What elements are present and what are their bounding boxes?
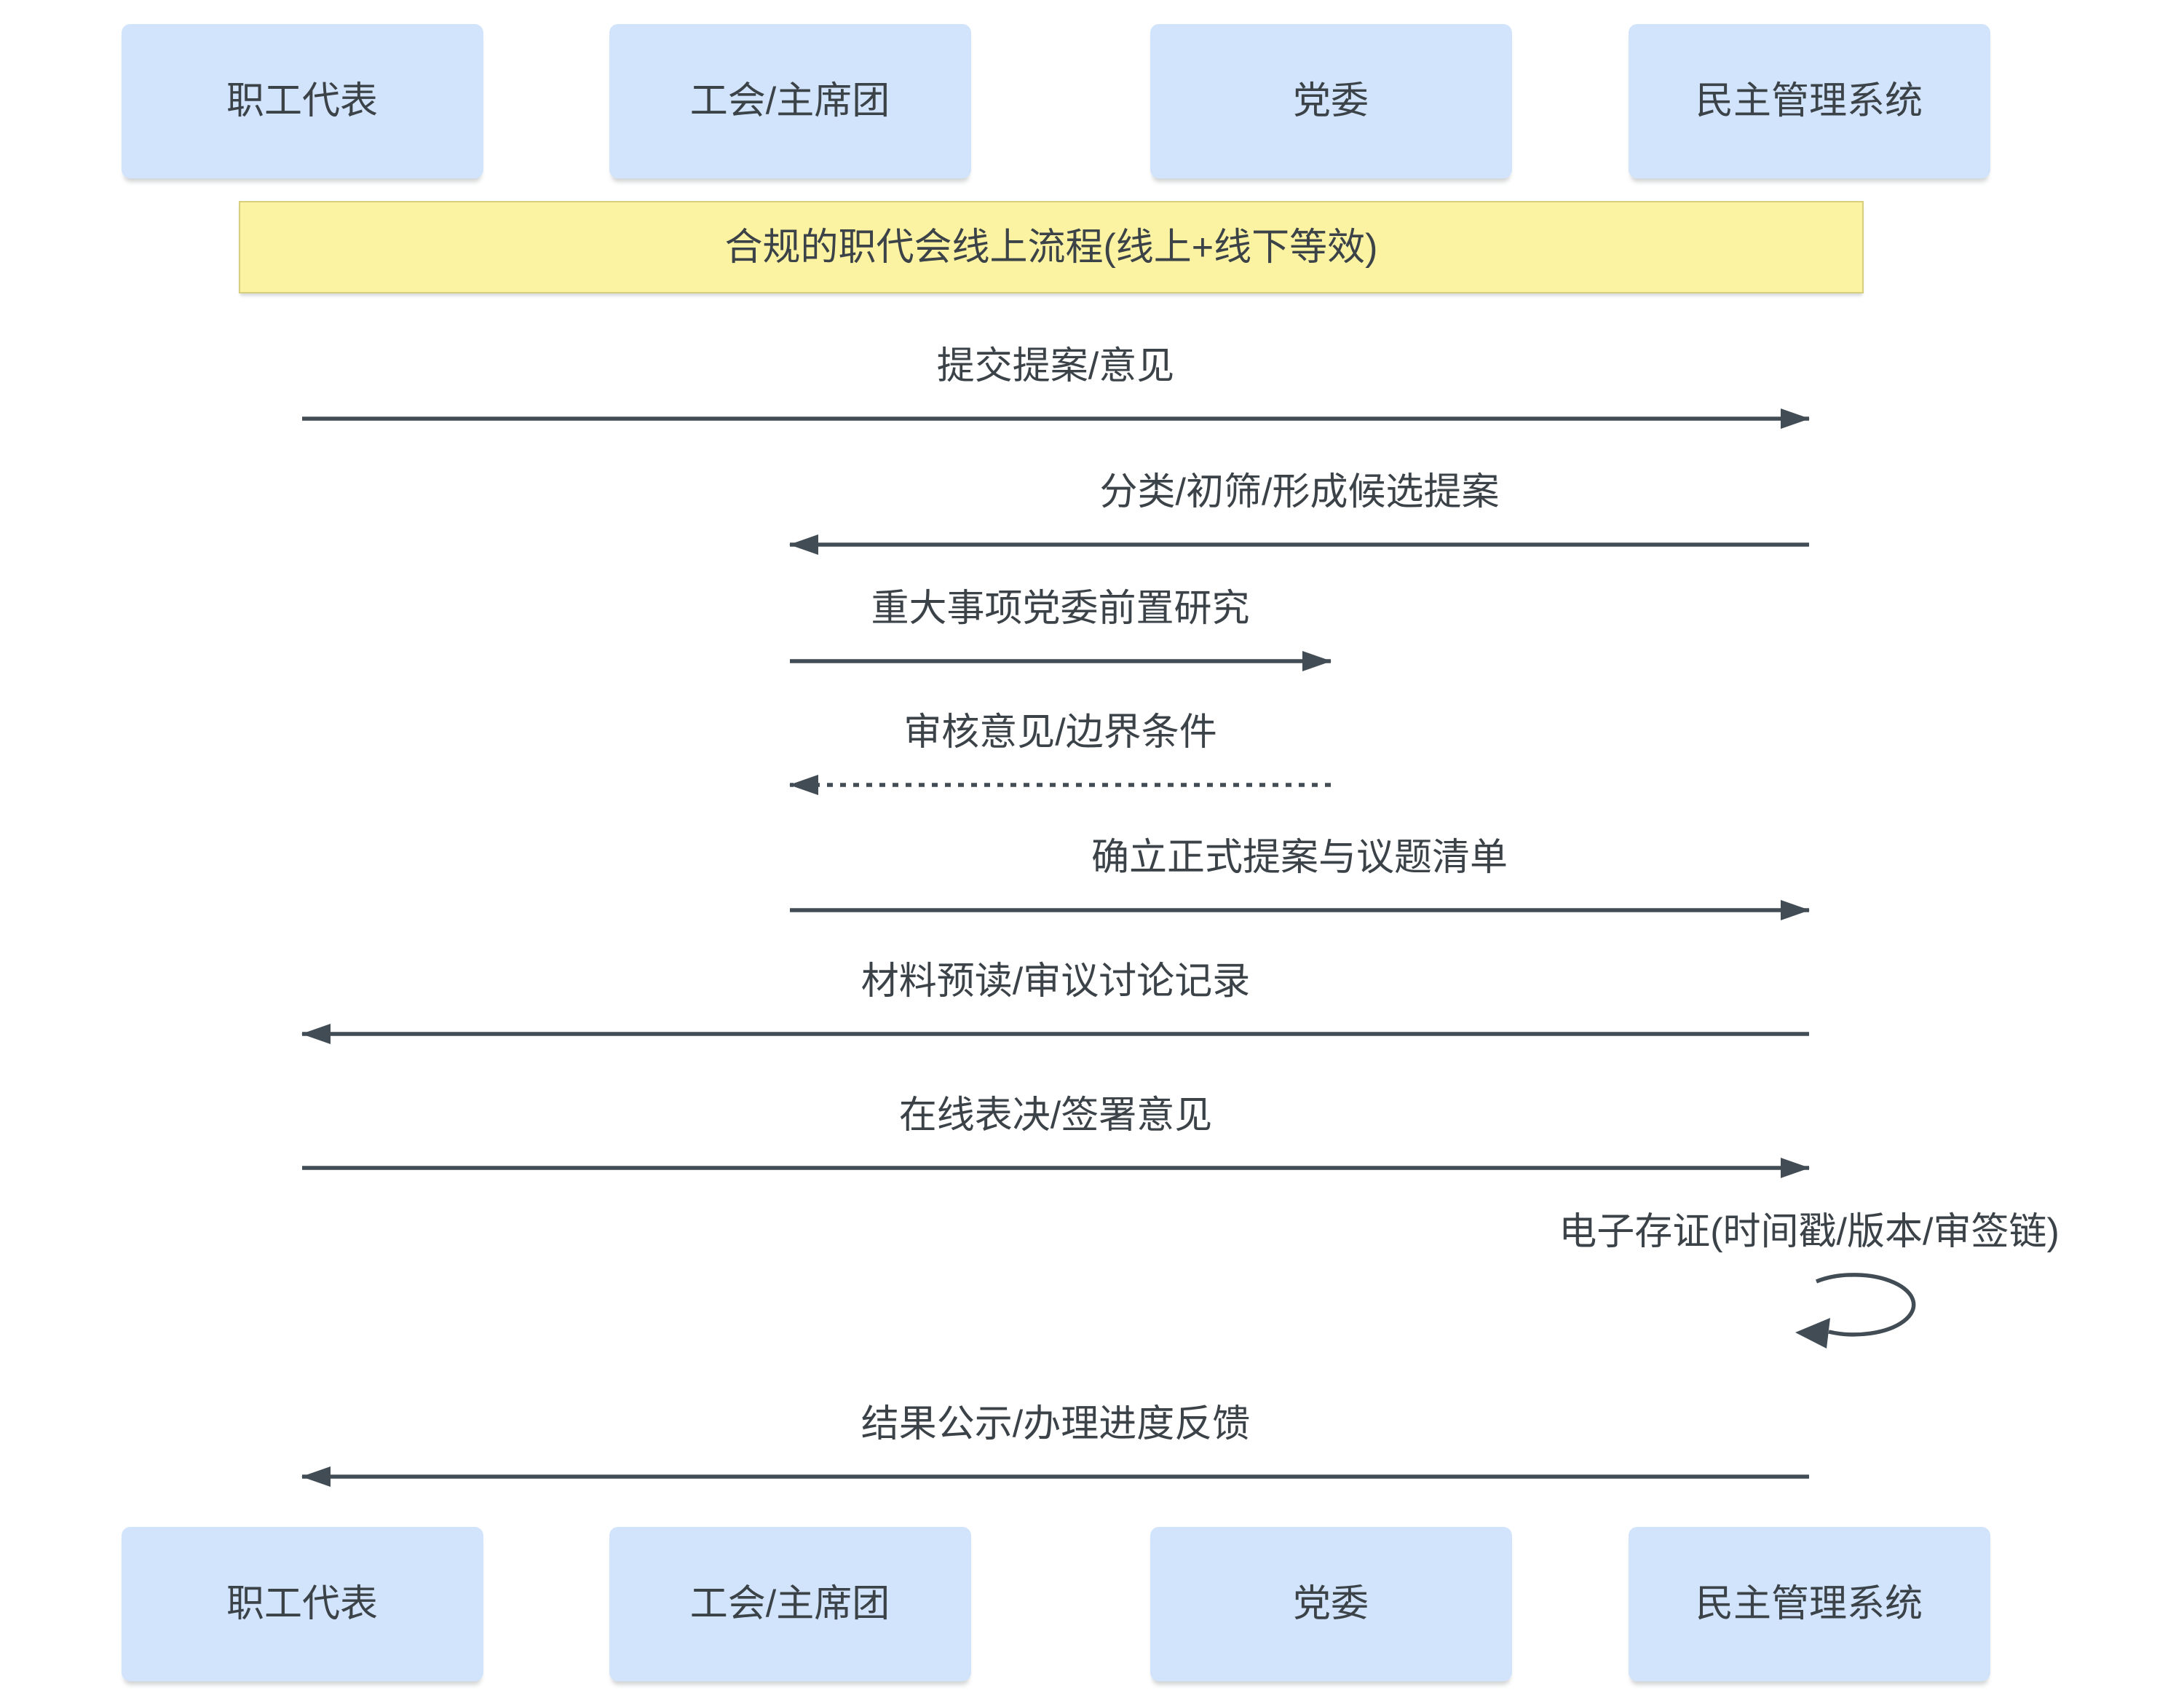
actor-box-top-1: 工会/主席团 bbox=[609, 24, 971, 178]
actor-box-top-3: 民主管理系统 bbox=[1628, 24, 1990, 178]
message-label-7: 电子存证(时间戳/版本/审签链) bbox=[1559, 1211, 2060, 1253]
actor-label: 工会/主席团 bbox=[689, 1583, 890, 1625]
message-label-6: 在线表决/签署意见 bbox=[898, 1094, 1213, 1137]
self-loop-arrow bbox=[1815, 1273, 1916, 1337]
message-label-5: 材料预读/审议讨论记录 bbox=[860, 960, 1251, 1003]
actor-label: 职工代表 bbox=[226, 1583, 378, 1625]
actor-box-bottom-0: 职工代表 bbox=[121, 1527, 483, 1681]
message-label-0: 提交提案/意见 bbox=[936, 345, 1175, 387]
actor-label: 职工代表 bbox=[226, 80, 378, 122]
self-loop-arrowhead-icon bbox=[1795, 1318, 1830, 1348]
actor-label: 民主管理系统 bbox=[1695, 1583, 1923, 1625]
actor-label: 党委 bbox=[1292, 80, 1369, 122]
message-label-3: 审核意见/边界条件 bbox=[903, 711, 1217, 754]
message-label-2: 重大事项党委前置研究 bbox=[871, 588, 1250, 630]
actor-box-bottom-1: 工会/主席团 bbox=[609, 1527, 971, 1681]
actor-label: 民主管理系统 bbox=[1695, 80, 1923, 122]
actor-box-top-0: 职工代表 bbox=[121, 24, 483, 178]
message-label-8: 结果公示/办理进度反馈 bbox=[860, 1403, 1251, 1445]
actor-box-bottom-3: 民主管理系统 bbox=[1628, 1527, 1990, 1681]
actor-label: 党委 bbox=[1292, 1583, 1369, 1625]
process-note: 合规的职代会线上流程(线上+线下等效) bbox=[239, 201, 1864, 293]
actor-box-top-2: 党委 bbox=[1150, 24, 1512, 178]
message-label-1: 分类/初筛/形成候选提案 bbox=[1099, 471, 1500, 513]
process-note-label: 合规的职代会线上流程(线上+线下等效) bbox=[724, 226, 1378, 269]
actor-label: 工会/主席团 bbox=[689, 80, 890, 122]
actor-box-bottom-2: 党委 bbox=[1150, 1527, 1512, 1681]
message-label-4: 确立正式提案与议题清单 bbox=[1091, 837, 1508, 879]
